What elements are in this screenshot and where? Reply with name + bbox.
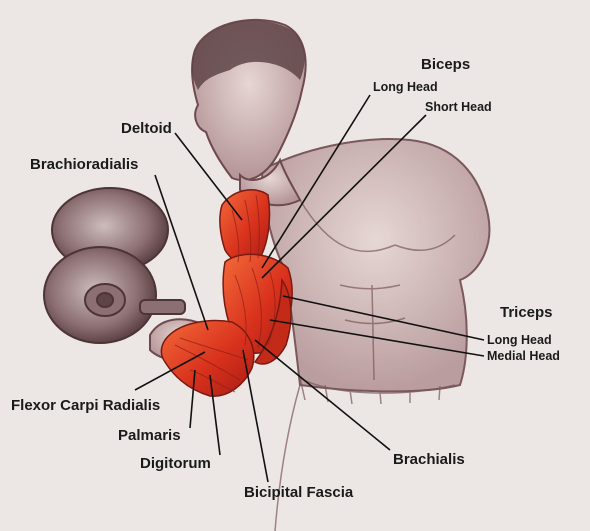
- muscle-fibres: [174, 194, 276, 393]
- leader-lines: [134, 94, 485, 483]
- leader-deltoid: [174, 132, 243, 221]
- forearm-muscle: [160, 319, 255, 397]
- leader-brachialis: [254, 339, 391, 451]
- label-biceps-long-head: Long Head: [373, 80, 438, 94]
- leader-triceps-long-head: [282, 295, 485, 341]
- dumbbell-sketch: [43, 187, 186, 344]
- label-deltoid: Deltoid: [121, 120, 172, 137]
- label-biceps-short-head: Short Head: [425, 100, 492, 114]
- leader-brachioradialis: [154, 174, 209, 331]
- hair-sketch: [191, 20, 305, 90]
- label-brachialis: Brachialis: [393, 451, 465, 468]
- leader-digitorum: [209, 374, 221, 456]
- torso-detail: [274, 199, 456, 531]
- leader-triceps-medial-head: [269, 319, 485, 357]
- label-triceps: Triceps: [500, 304, 553, 321]
- leader-bicipital-fascia: [242, 349, 269, 483]
- label-triceps-medial-head: Medial Head: [487, 349, 560, 363]
- label-bicipital-fascia: Bicipital Fascia: [244, 484, 354, 501]
- label-flexor-carpi-radialis: Flexor Carpi Radialis: [11, 397, 161, 414]
- label-triceps-long-head: Long Head: [487, 333, 552, 347]
- torso-sketch: [260, 138, 491, 393]
- label-biceps: Biceps: [421, 56, 471, 73]
- leader-biceps-short-head: [261, 114, 427, 279]
- label-digitorum: Digitorum: [140, 455, 211, 472]
- label-brachioradialis: Brachioradialis: [30, 156, 139, 173]
- leader-flexor-carpi-radialis: [134, 351, 206, 391]
- leader-palmaris: [189, 369, 196, 429]
- leader-biceps-long-head: [261, 94, 371, 269]
- label-palmaris: Palmaris: [118, 427, 181, 444]
